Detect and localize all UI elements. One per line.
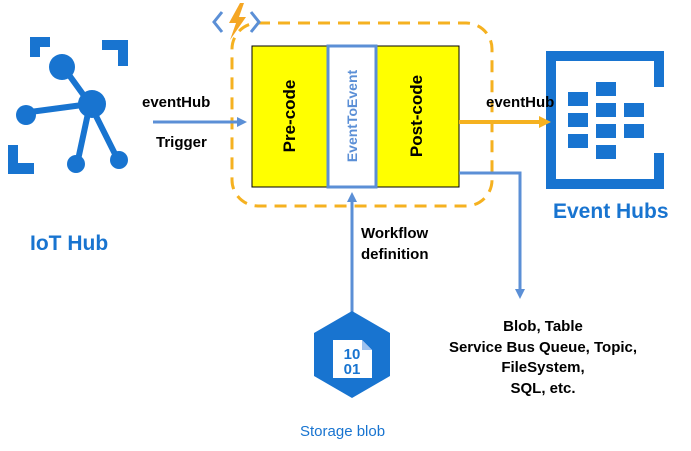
output-arrow-label: eventHub bbox=[486, 94, 555, 111]
input-arrow-bottom-label: Trigger bbox=[156, 134, 207, 151]
event-to-event-box bbox=[326, 44, 378, 189]
iot-hub-label: IoT Hub bbox=[30, 232, 109, 255]
event-to-event-label: EventToEvent bbox=[344, 69, 360, 163]
post-code-box bbox=[375, 45, 460, 188]
function-container bbox=[230, 21, 494, 208]
input-arrow-top-label: eventHub bbox=[142, 94, 211, 111]
storage-blob-label: Storage blob bbox=[300, 423, 386, 440]
post-code-label: Post-code bbox=[407, 74, 426, 158]
outputs-line-1: Blob, Table bbox=[503, 318, 583, 335]
storage-blob-digits: 10 01 bbox=[335, 347, 369, 377]
outputs-line-4: SQL, etc. bbox=[510, 379, 576, 397]
iot-hub-icon bbox=[8, 37, 128, 174]
event-hubs-label: Event Hubs bbox=[553, 200, 669, 223]
lightning-icon bbox=[212, 3, 261, 40]
workflow-label-line1: Workflow bbox=[361, 225, 429, 242]
storage-blob-icon bbox=[314, 311, 390, 398]
storage-blob-digits-line1: 10 bbox=[343, 346, 361, 363]
pre-code-label: Pre-code bbox=[280, 79, 299, 153]
outputs-line-2: Service Bus Queue, Topic, bbox=[448, 338, 638, 356]
event-hubs-icon bbox=[546, 51, 664, 189]
workflow-label-line2: definition bbox=[361, 246, 429, 263]
outputs-line-3: FileSystem, bbox=[501, 359, 585, 376]
outputs-arrow bbox=[459, 171, 525, 299]
outputs-list: Blob, Table Service Bus Queue, Topic, Fi… bbox=[425, 317, 661, 399]
storage-blob-digits-line2: 01 bbox=[343, 361, 361, 378]
